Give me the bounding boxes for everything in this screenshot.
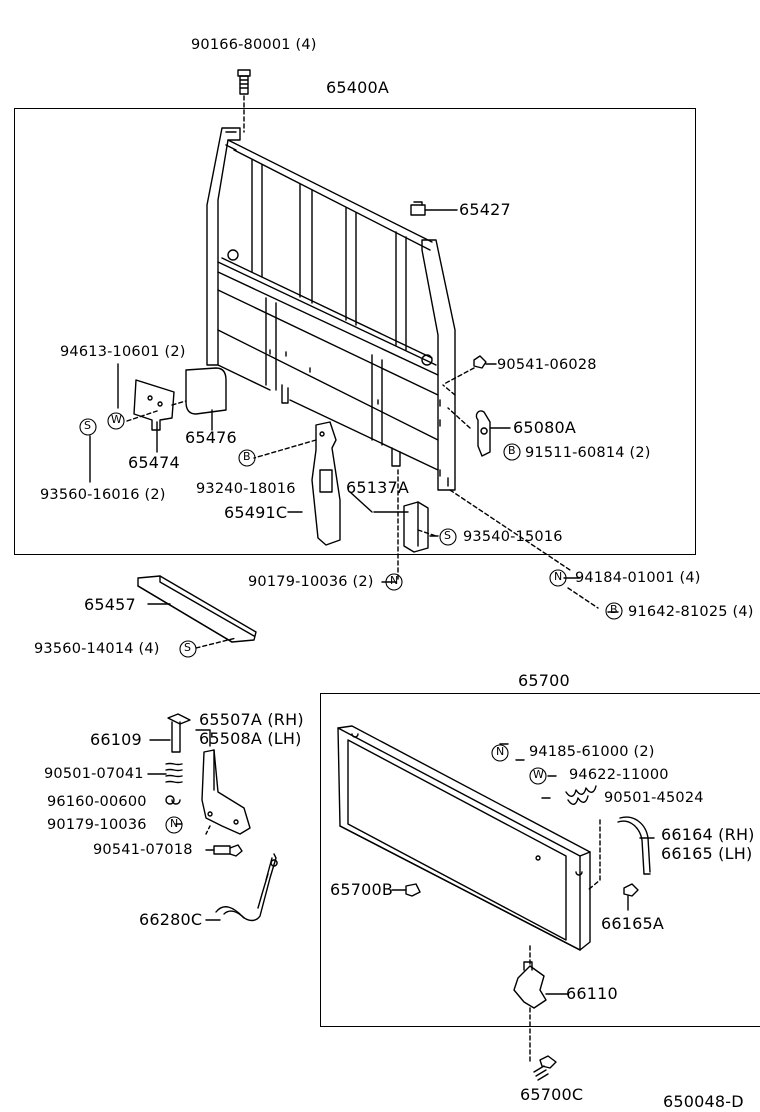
- symbol-n-1: N: [390, 574, 399, 587]
- label-66109: 66109: [90, 730, 142, 749]
- symbol-s-2: S: [444, 529, 452, 542]
- label-90501-45024: 90501-45024: [604, 790, 704, 806]
- symbol-n-4: N: [496, 745, 505, 758]
- label-94622-11000: 94622-11000: [569, 767, 669, 783]
- rail-65457-drawing: [137, 575, 257, 649]
- bumper-65700B-drawing: [405, 883, 421, 897]
- label-65137A: 65137A: [346, 478, 410, 497]
- bracket-65474-drawing: [126, 379, 187, 431]
- hinge-66110-drawing: [513, 945, 569, 1065]
- headboard-rack-drawing: [206, 127, 456, 491]
- bracket-65491C-drawing: [253, 421, 341, 546]
- bolt-90541b-drawing: [205, 844, 243, 857]
- spring-90501a-drawing: [147, 762, 183, 784]
- label-90541-07018: 90541-07018: [93, 842, 193, 858]
- label-91642-81025: 91642-81025 (4): [628, 604, 754, 620]
- label-65491C: 65491C: [224, 503, 288, 522]
- chain-66280C-drawing: [205, 853, 278, 922]
- label-65508A: 65508A (LH): [199, 729, 302, 748]
- cap-66165A-drawing: [623, 883, 639, 897]
- symbol-b-1: B: [243, 450, 251, 463]
- label-94185-61000: 94185-61000 (2): [529, 744, 655, 760]
- symbol-n-2: N: [554, 570, 563, 583]
- label-96160-00600: 96160-00600: [47, 794, 147, 810]
- pad-65476-drawing: [185, 367, 227, 415]
- label-65700C: 65700C: [520, 1085, 584, 1104]
- symbol-w-1: W: [111, 413, 123, 426]
- ring-96160-drawing: [165, 795, 181, 805]
- label-66164: 66164 (RH): [661, 825, 755, 844]
- label-90179-10036: 90179-10036: [47, 817, 147, 833]
- label-66165A: 66165A: [601, 914, 665, 933]
- latch-65080A-drawing: [442, 384, 511, 457]
- label-66280C: 66280C: [139, 910, 203, 929]
- symbol-b-3: B: [610, 603, 618, 616]
- label-90501-07041: 90501-07041: [44, 766, 144, 782]
- tailgate-assembly-frame: [320, 693, 760, 1027]
- label-90541-06028: 90541-06028: [497, 357, 597, 373]
- label-93240-18016: 93240-18016: [196, 481, 296, 497]
- tailgate-drawing: [337, 725, 601, 951]
- bolt-65700C-drawing: [533, 1055, 557, 1081]
- label-65427: 65427: [459, 200, 511, 219]
- label-66110: 66110: [566, 984, 618, 1003]
- symbol-s-1: S: [84, 419, 92, 432]
- diagram-code: 650048-D: [663, 1092, 744, 1111]
- symbols: [79, 412, 623, 834]
- label-66165: 66165 (LH): [661, 844, 753, 863]
- symbol-n-3: N: [170, 817, 179, 830]
- label-93560-16016: 93560-16016 (2): [40, 487, 166, 503]
- symbol-b-2: B: [508, 444, 516, 457]
- label-94184-01001: 94184-01001 (4): [575, 570, 701, 586]
- label-94613-10601: 94613-10601 (2): [60, 344, 186, 360]
- label-93560-14014: 93560-14014 (4): [34, 641, 160, 657]
- label-65457: 65457: [84, 595, 136, 614]
- rod-66164-drawing: [617, 816, 651, 875]
- bracket-65507A-drawing: [195, 729, 251, 835]
- bolt-90166-drawing: [237, 69, 251, 133]
- bolt-90541a-drawing: [443, 355, 497, 385]
- pin-66109-drawing: [149, 713, 191, 753]
- label-93540-15016: 93540-15016: [463, 529, 563, 545]
- label-91511-60814: 91511-60814 (2): [525, 445, 651, 461]
- symbol-w-2: W: [533, 768, 545, 781]
- label-65700: 65700: [518, 671, 570, 690]
- label-65507A: 65507A (RH): [199, 710, 304, 729]
- label-65400A: 65400A: [326, 78, 390, 97]
- upper-assembly-frame: [14, 108, 696, 555]
- label-65700B: 65700B: [330, 880, 394, 899]
- label-90179-10036-2: 90179-10036 (2): [248, 574, 374, 590]
- leader-lines: [89, 363, 655, 911]
- symbol-s-3: S: [184, 641, 192, 654]
- spring-90501b-drawing: [565, 785, 597, 805]
- label-65080A: 65080A: [513, 418, 577, 437]
- clip-65427-drawing: [410, 201, 458, 216]
- label-65474: 65474: [128, 453, 180, 472]
- label-90166-80001: 90166-80001 (4): [191, 37, 317, 53]
- label-65476: 65476: [185, 428, 237, 447]
